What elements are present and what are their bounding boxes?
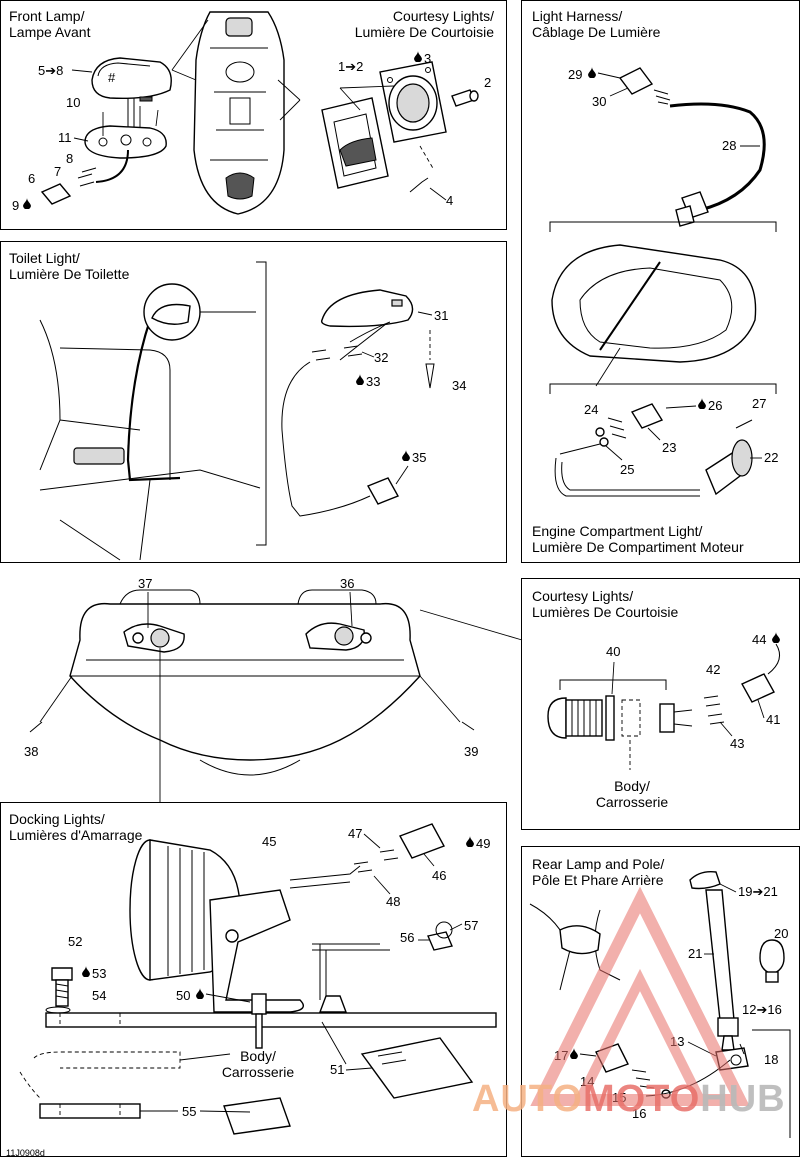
callout-number: 41 xyxy=(766,712,780,727)
sealant-drop-icon xyxy=(23,198,31,209)
courtesy-top-title: Courtesy Lights/Lumière De Courtoisie xyxy=(354,8,494,40)
callout-number: 1➔2 xyxy=(338,59,363,74)
sealant-drop-icon xyxy=(402,450,410,461)
callout-number: 49 xyxy=(476,836,490,851)
callout-number: 36 xyxy=(340,576,354,591)
callout-number: 38 xyxy=(24,744,38,759)
callout-number: 31 xyxy=(434,308,448,323)
toilet-light-drawing: 31 32 33 34 35 xyxy=(39,261,466,561)
light-harness-title: Light Harness/Câblage De Lumière xyxy=(532,8,661,40)
callout-number: 44 xyxy=(752,632,766,647)
callout-number: 25 xyxy=(620,462,634,477)
front-lamp-drawing: # 5➔8 10 11 8 7 6 9 xyxy=(12,57,172,213)
callout-number: 10 xyxy=(66,95,80,110)
engine-compartment-title: Engine Compartment Light/Lumière De Comp… xyxy=(532,523,744,555)
callout-number: 48 xyxy=(386,894,400,909)
callout-number: 5➔8 xyxy=(38,63,63,78)
sealant-drop-icon xyxy=(82,966,90,977)
courtesy-top-drawing: 1➔2 3 2 4 xyxy=(321,51,491,208)
docking-body-label: Body/ Carrosserie xyxy=(221,1048,295,1080)
callout-number: 50 xyxy=(176,988,190,1003)
callout-number: 47 xyxy=(348,826,362,841)
sealant-drop-icon xyxy=(698,398,706,409)
sealant-drop-icon xyxy=(196,988,204,999)
callout-number: 22 xyxy=(764,450,778,465)
callout-number: 4 xyxy=(446,193,453,208)
rear-lamp-title: Rear Lamp and Pole/Pôle Et Phare Arrière xyxy=(532,856,665,888)
callout-number: 53 xyxy=(92,966,106,981)
boat-rear-view: 37 36 38 39 xyxy=(24,576,523,802)
callout-number: # xyxy=(108,70,116,85)
figure-id: 11J0908d xyxy=(6,1148,45,1158)
callout-number: 18 xyxy=(764,1052,778,1067)
callout-number: 11 xyxy=(58,130,72,145)
callout-number: 16 xyxy=(632,1106,646,1121)
sealant-drop-icon xyxy=(414,51,422,62)
callout-number: 43 xyxy=(730,736,744,751)
callout-number: 24 xyxy=(584,402,598,417)
callout-number: 26 xyxy=(708,398,722,413)
callout-number: 9 xyxy=(12,198,19,213)
callout-number: 56 xyxy=(400,930,414,945)
callout-number: 34 xyxy=(452,378,466,393)
callout-number: 28 xyxy=(722,138,736,153)
callout-number: 45 xyxy=(262,834,276,849)
docking-lights-title: Docking Lights/Lumières d'Amarrage xyxy=(9,811,143,843)
callout-number: 40 xyxy=(606,644,620,659)
callout-number: 2 xyxy=(484,75,491,90)
callout-number: 37 xyxy=(138,576,152,591)
callout-number: 33 xyxy=(366,374,380,389)
boat-top-view xyxy=(171,11,301,215)
callout-number: 6 xyxy=(28,171,35,186)
watermark-text: AUTOMOTOHUB xyxy=(472,1078,786,1120)
callout-number: 57 xyxy=(464,918,478,933)
callout-number: 7 xyxy=(54,164,61,179)
courtesy-side-drawing: 40 44 42 41 43 xyxy=(547,632,780,770)
callout-number: 54 xyxy=(92,988,106,1003)
watermark-logo xyxy=(530,886,750,1106)
callout-number: 30 xyxy=(592,94,606,109)
callout-number: 29 xyxy=(568,67,582,82)
toilet-light-title: Toilet Light/Lumière De Toilette xyxy=(9,250,130,282)
callout-number: 32 xyxy=(374,350,388,365)
engine-compartment-drawing: 24 26 27 23 25 22 xyxy=(554,396,778,497)
sealant-drop-icon xyxy=(588,67,596,78)
courtesy-side-title: Courtesy Lights/Lumières De Courtoisie xyxy=(532,588,679,620)
callout-number: 42 xyxy=(706,662,720,677)
callout-number: 19➔21 xyxy=(738,884,778,899)
callout-number: 39 xyxy=(464,744,478,759)
callout-number: 27 xyxy=(752,396,766,411)
light-harness-drawing: 29 30 28 xyxy=(549,67,777,394)
callout-number: 46 xyxy=(432,868,446,883)
callout-number: 52 xyxy=(68,934,82,949)
front-lamp-title: Front Lamp/Lampe Avant xyxy=(9,8,91,40)
callout-number: 23 xyxy=(662,440,676,455)
rear-lamp-drawing: 19➔21 20 21 12➔16 13 18 17 14 15 16 xyxy=(529,870,791,1138)
callout-number: 51 xyxy=(330,1062,344,1077)
sealant-drop-icon xyxy=(466,836,474,847)
sealant-drop-icon xyxy=(356,374,364,385)
sealant-drop-icon xyxy=(772,632,780,643)
callout-number: 3 xyxy=(424,51,431,66)
callout-number: 21 xyxy=(688,946,702,961)
callout-number: 20 xyxy=(774,926,788,941)
docking-lights-drawing: 45 47 49 46 48 56 57 52 53 54 50 51 55 xyxy=(19,823,497,1135)
docking-lights-panel xyxy=(0,802,507,1157)
callout-number: 55 xyxy=(182,1104,196,1119)
callout-number: 8 xyxy=(66,151,73,166)
toilet-light-panel xyxy=(0,241,507,563)
courtesy-body-label: Body/ Carrosserie xyxy=(595,778,669,810)
callout-number: 12➔16 xyxy=(742,1002,782,1017)
callout-number: 35 xyxy=(412,450,426,465)
